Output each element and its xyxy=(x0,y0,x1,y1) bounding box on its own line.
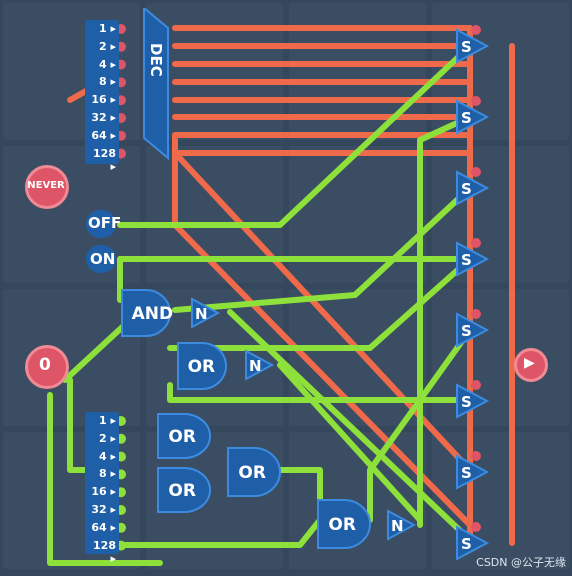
top-bit-16: 16 ▸ xyxy=(91,93,116,107)
and-gate[interactable]: AND xyxy=(121,289,174,337)
switch-gate-2[interactable]: S xyxy=(456,96,490,135)
switch-label: S xyxy=(461,38,472,56)
top-bit-128: 128 ▸ xyxy=(93,146,116,173)
top-bit-1: 1 ▸ xyxy=(98,22,116,35)
not-gate-1[interactable]: N xyxy=(191,297,221,329)
off-input[interactable] xyxy=(86,210,116,238)
or-gate-2[interactable]: OR xyxy=(157,413,211,459)
bottom-bit-128: 128 ▸ xyxy=(93,538,116,565)
switch-label: S xyxy=(461,393,472,411)
not-gate-2[interactable]: N xyxy=(245,349,275,381)
not-gate-3-label: N xyxy=(391,517,404,535)
bit-input-top[interactable] xyxy=(85,20,119,164)
or-gate-1[interactable]: OR xyxy=(177,342,227,390)
switch-gate-8[interactable]: S xyxy=(456,522,490,561)
or-gate-5-label: OR xyxy=(328,515,356,535)
bottom-bit-8: 8 ▸ xyxy=(98,467,116,481)
or-gate-4-label: OR xyxy=(238,463,266,483)
or-gate-4[interactable]: OR xyxy=(227,447,281,497)
bit-input-bottom[interactable] xyxy=(85,412,119,554)
decoder-label: DEC xyxy=(147,43,165,77)
bottom-bit-16: 16 ▸ xyxy=(91,485,116,499)
bottom-bit-1: 1 ▸ xyxy=(98,414,116,427)
switch-gate-1[interactable]: S xyxy=(456,25,490,64)
switch-gate-7[interactable]: S xyxy=(456,451,490,490)
zero-label: 0 xyxy=(39,355,51,375)
switch-gate-6[interactable]: S xyxy=(456,380,490,419)
never-label: NEVER xyxy=(27,180,65,191)
not-gate-1-label: N xyxy=(195,305,208,323)
top-bit-8: 8 ▸ xyxy=(98,75,116,89)
or-gate-2-label: OR xyxy=(168,427,196,447)
not-gate-3[interactable]: N xyxy=(387,509,417,541)
top-bit-32: 32 ▸ xyxy=(91,111,116,124)
bottom-bit-2: 2 ▸ xyxy=(98,431,116,445)
switch-gate-5[interactable]: S xyxy=(456,309,490,348)
bottom-bit-64: 64 ▸ xyxy=(91,520,116,534)
play-icon: ▶ xyxy=(524,355,535,371)
bottom-bit-32: 32 ▸ xyxy=(91,503,116,516)
never-input[interactable] xyxy=(25,165,69,209)
output-node[interactable] xyxy=(514,348,548,382)
switch-label: S xyxy=(461,109,472,127)
decoder[interactable] xyxy=(142,5,170,163)
or-gate-1-label: OR xyxy=(188,357,216,377)
on-input[interactable] xyxy=(86,245,116,273)
not-gate-2-label: N xyxy=(249,357,262,375)
top-bit-2: 2 ▸ xyxy=(98,39,116,53)
switch-gate-4[interactable]: S xyxy=(456,238,490,277)
and-gate-label: AND xyxy=(132,304,174,324)
zero-input[interactable] xyxy=(25,345,69,389)
watermark: CSDN @公子无缘 xyxy=(476,556,566,569)
switch-label: S xyxy=(461,535,472,553)
or-gate-3[interactable]: OR xyxy=(157,467,211,513)
switch-label: S xyxy=(461,464,472,482)
or-gate-5[interactable]: OR xyxy=(317,499,371,549)
switch-label: S xyxy=(461,251,472,269)
switch-label: S xyxy=(461,322,472,340)
or-gate-3-label: OR xyxy=(168,481,196,501)
on-label: ON xyxy=(90,250,116,268)
wires-on-layer xyxy=(47,43,473,566)
bottom-bit-4: 4 ▸ xyxy=(98,449,116,463)
switch-label: S xyxy=(461,180,472,198)
top-bit-64: 64 ▸ xyxy=(91,128,116,142)
switch-gate-3[interactable]: S xyxy=(456,167,490,206)
off-label: OFF xyxy=(88,214,122,232)
top-bit-4: 4 ▸ xyxy=(98,57,116,71)
